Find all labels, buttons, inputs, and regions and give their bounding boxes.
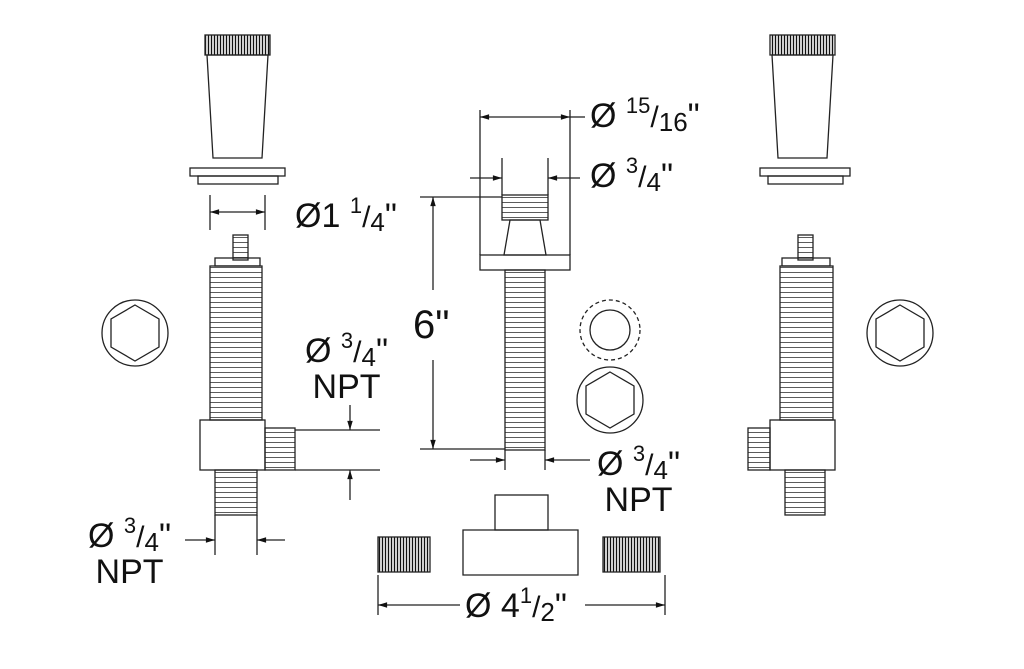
cap-inner-diameter-label: Ø 3/4": [590, 153, 674, 197]
spread-diameter-label: Ø 41/2": [465, 583, 567, 627]
right-handle-assembly: [747, 34, 934, 516]
center-spout-assembly: [377, 194, 661, 576]
center-stem-thread-label: Ø 3/4"NPT: [597, 441, 681, 519]
left-outlet-thread-label: Ø 3/4"NPT: [305, 328, 389, 406]
left-handle-assembly: [101, 34, 296, 516]
height-label: 6": [413, 303, 450, 347]
left-inlet-thread-label: Ø 3/4"NPT: [88, 513, 172, 591]
left-trim-diameter-label: Ø1 1/4": [295, 193, 397, 237]
cap-outer-diameter-label: Ø 15/16": [590, 93, 700, 137]
